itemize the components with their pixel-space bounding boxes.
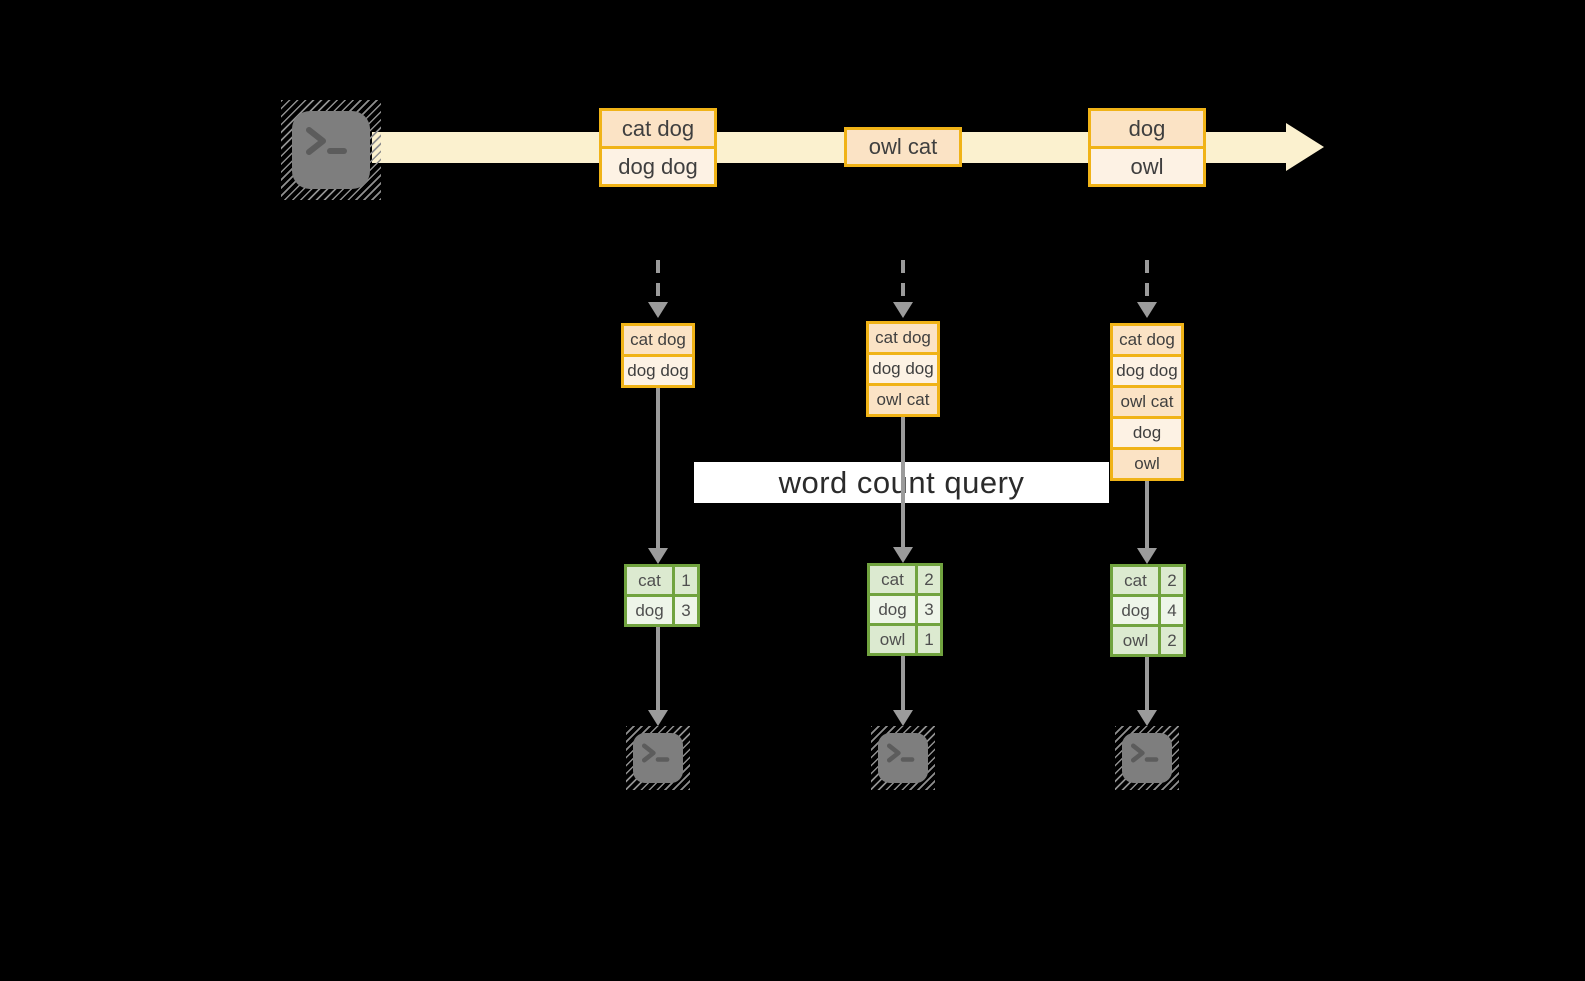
state-stack-1: cat dog dog dog bbox=[621, 323, 695, 388]
event-arrowhead-icon bbox=[1137, 302, 1157, 318]
result-arrowhead-icon bbox=[1137, 548, 1157, 564]
state-stack-2: cat dog dog dog owl cat bbox=[866, 321, 940, 417]
count-value: 4 bbox=[1161, 597, 1183, 624]
count-word: cat bbox=[627, 567, 672, 594]
count-value: 2 bbox=[1161, 567, 1183, 594]
state-row: dog dog bbox=[869, 355, 937, 383]
sink-arrowhead-icon bbox=[893, 710, 913, 726]
count-value: 1 bbox=[918, 626, 940, 653]
count-word: cat bbox=[870, 566, 915, 593]
count-word: dog bbox=[870, 596, 915, 623]
event-arrow-1 bbox=[656, 260, 660, 302]
batch-1: cat dog dog dog bbox=[599, 108, 717, 187]
state-to-result-arrow-3 bbox=[1145, 481, 1149, 549]
result-arrowhead-icon bbox=[893, 547, 913, 563]
event-arrowhead-icon bbox=[648, 302, 668, 318]
result-arrowhead-icon bbox=[648, 548, 668, 564]
count-word: dog bbox=[627, 597, 672, 624]
state-row: owl cat bbox=[869, 386, 937, 414]
count-word: owl bbox=[870, 626, 915, 653]
result-to-sink-arrow-2 bbox=[901, 656, 905, 711]
count-word: owl bbox=[1113, 627, 1158, 654]
count-value: 2 bbox=[1161, 627, 1183, 654]
state-row: dog dog bbox=[624, 357, 692, 385]
state-to-result-arrow-1 bbox=[656, 388, 660, 549]
terminal-prompt-icon bbox=[878, 733, 928, 783]
event-arrow-3 bbox=[1145, 260, 1149, 302]
terminal-prompt-icon bbox=[292, 111, 370, 189]
batch-2: owl cat bbox=[844, 127, 962, 167]
state-row: owl cat bbox=[1113, 388, 1181, 416]
count-value: 2 bbox=[918, 566, 940, 593]
sink-terminal-icon-3 bbox=[1115, 726, 1179, 790]
sink-arrowhead-icon bbox=[1137, 710, 1157, 726]
batch-3: dog owl bbox=[1088, 108, 1206, 187]
count-word: dog bbox=[1113, 597, 1158, 624]
state-row: cat dog bbox=[869, 324, 937, 352]
count-table-2: cat 2 dog 3 owl 1 bbox=[867, 563, 943, 656]
batch-row: cat dog bbox=[602, 111, 714, 146]
count-value: 3 bbox=[918, 596, 940, 623]
result-to-sink-arrow-3 bbox=[1145, 657, 1149, 711]
batch-row: owl cat bbox=[847, 130, 959, 164]
terminal-prompt-icon bbox=[1122, 733, 1172, 783]
state-row: dog dog bbox=[1113, 357, 1181, 385]
count-value: 3 bbox=[675, 597, 697, 624]
state-to-result-arrow-2 bbox=[901, 417, 905, 548]
batch-row: dog dog bbox=[602, 149, 714, 184]
state-row: dog bbox=[1113, 419, 1181, 447]
source-terminal-icon bbox=[281, 100, 381, 200]
event-arrowhead-icon bbox=[893, 302, 913, 318]
state-row: owl bbox=[1113, 450, 1181, 478]
state-row: cat dog bbox=[1113, 326, 1181, 354]
batch-row: dog bbox=[1091, 111, 1203, 146]
terminal-prompt-icon bbox=[633, 733, 683, 783]
sink-terminal-icon-1 bbox=[626, 726, 690, 790]
stream-arrowhead-icon bbox=[1286, 123, 1324, 171]
result-to-sink-arrow-1 bbox=[656, 627, 660, 711]
count-word: cat bbox=[1113, 567, 1158, 594]
count-value: 1 bbox=[675, 567, 697, 594]
sink-terminal-icon-2 bbox=[871, 726, 935, 790]
batch-row: owl bbox=[1091, 149, 1203, 184]
sink-arrowhead-icon bbox=[648, 710, 668, 726]
event-arrow-2 bbox=[901, 260, 905, 302]
count-table-3: cat 2 dog 4 owl 2 bbox=[1110, 564, 1186, 657]
state-row: cat dog bbox=[624, 326, 692, 354]
count-table-1: cat 1 dog 3 bbox=[624, 564, 700, 627]
state-stack-3: cat dog dog dog owl cat dog owl bbox=[1110, 323, 1184, 481]
